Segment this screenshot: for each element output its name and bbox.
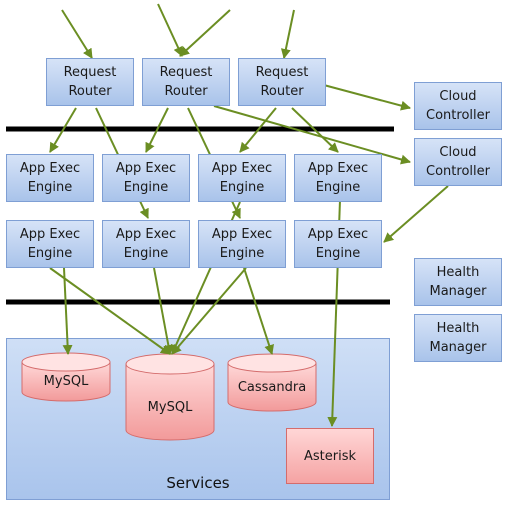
arrow-engine-mysql-2a: [49, 267, 171, 355]
services-label: Services: [166, 474, 230, 492]
arrow-engine-cassandra: [243, 267, 274, 355]
mysql-db-1: [21, 352, 111, 402]
app-exec-engine-r1-c4: App Exec Engine: [294, 154, 382, 202]
arrow-router3-engine4: [291, 107, 339, 153]
app-exec-engine-r1-c1: App Exec Engine: [6, 154, 94, 202]
arrow-router3-engine3: [239, 107, 277, 153]
app-exec-engine-r1-c2: App Exec Engine: [102, 154, 190, 202]
mysql-db-1-label: MySQL: [43, 374, 89, 389]
app-exec-engine-r2-c3: App Exec Engine: [198, 220, 286, 268]
mysql-db-2-label: MySQL: [147, 400, 193, 415]
request-router-3: Request Router: [238, 58, 326, 106]
app-exec-engine-r2-c2: App Exec Engine: [102, 220, 190, 268]
request-router-2: Request Router: [142, 58, 230, 106]
cloud-controller-1: Cloud Controller: [414, 82, 502, 130]
arrow-router1-engine1: [49, 107, 77, 153]
asterisk-box: Asterisk: [286, 428, 374, 484]
app-exec-engine-r2-c1: App Exec Engine: [6, 220, 94, 268]
arrow-engine-mysql-1: [62, 267, 73, 355]
app-exec-engine-r2-c4: App Exec Engine: [294, 220, 382, 268]
arrow-router2-engine2: [145, 107, 169, 153]
arrow-cloud-controller-engine-r2c4: [383, 185, 449, 243]
arrow-engine-mysql-2c: [171, 267, 247, 355]
cassandra-db-label: Cassandra: [237, 380, 307, 395]
cassandra-db: [227, 353, 317, 412]
arrow-in-router-2a: [157, 3, 183, 57]
arrow-in-router-2b: [179, 9, 231, 57]
cloud-controller-2: Cloud Controller: [414, 138, 502, 186]
health-manager-2: Health Manager: [414, 314, 502, 362]
request-router-1: Request Router: [46, 58, 134, 106]
arrow-router2-cloud-controller-2: [213, 105, 411, 165]
mysql-db-2: [125, 353, 215, 441]
arrow-router3-cloud-controller-1: [319, 83, 411, 111]
app-exec-engine-r1-c3: App Exec Engine: [198, 154, 286, 202]
arrow-in-router-3: [280, 9, 295, 59]
health-manager-1: Health Manager: [414, 258, 502, 306]
arrow-in-router-1: [61, 9, 93, 59]
arrow-engine-mysql-2b: [153, 267, 174, 355]
